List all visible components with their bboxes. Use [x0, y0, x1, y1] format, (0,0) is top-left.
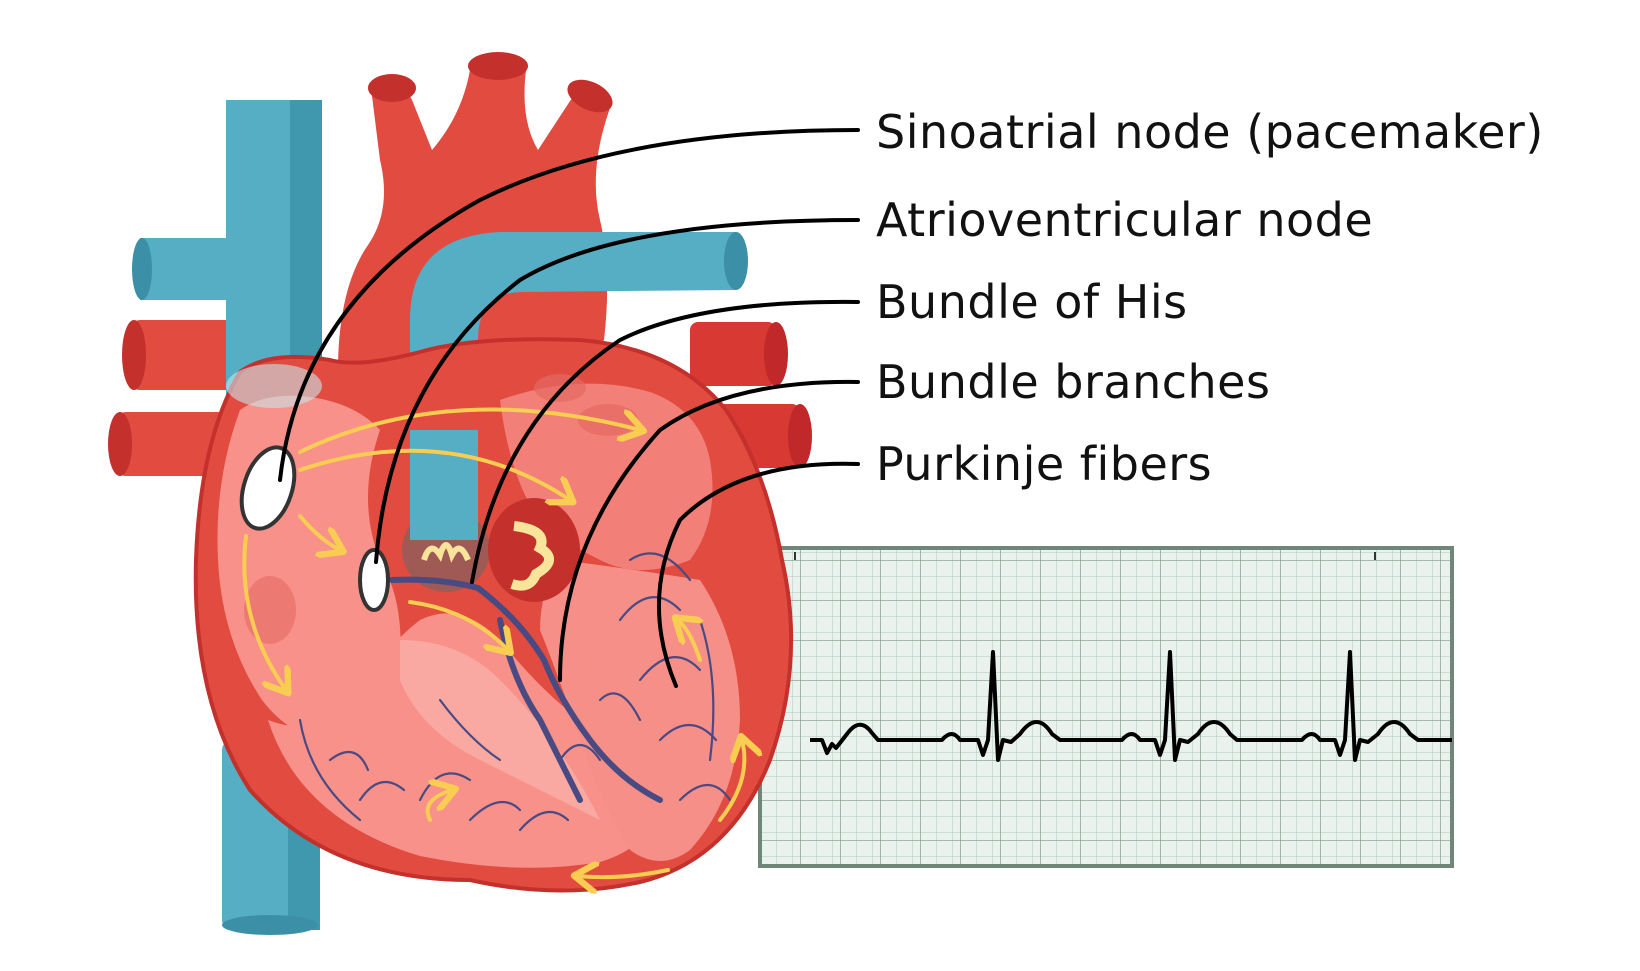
label-bundle-branches: Bundle branches	[876, 354, 1270, 410]
label-av-node: Atrioventricular node	[876, 192, 1373, 248]
label-purkinje-fibers: Purkinje fibers	[876, 436, 1212, 492]
heart	[196, 339, 791, 890]
pulmonary-vein-upper	[690, 322, 776, 386]
pulmonary-artery-left-branch	[140, 238, 250, 300]
chamber-highlight	[244, 576, 296, 644]
label-bundle-of-his: Bundle of His	[876, 274, 1188, 330]
aortic-valve	[488, 498, 580, 602]
av-node	[360, 550, 388, 610]
ecg-strip	[760, 548, 1452, 866]
label-sa-node: Sinoatrial node (pacemaker)	[876, 104, 1544, 160]
